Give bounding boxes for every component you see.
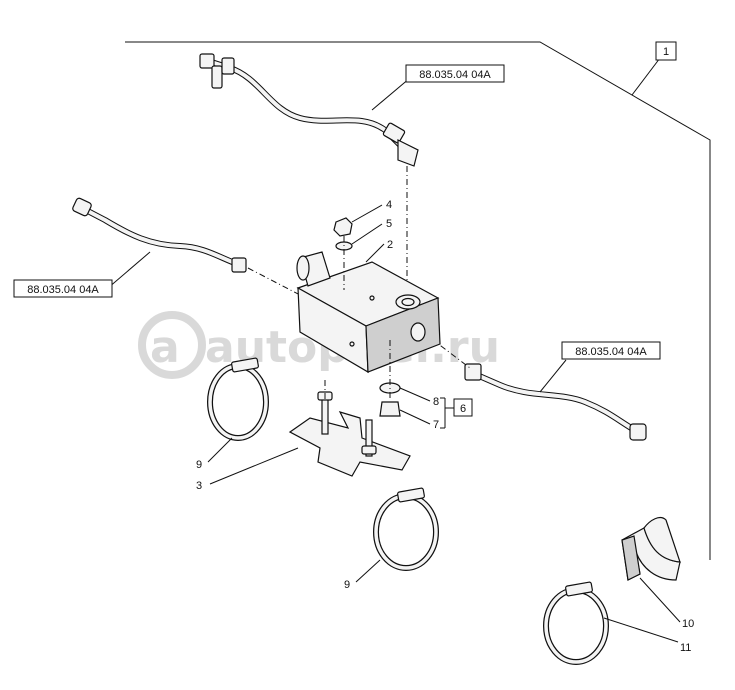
- assembly-boundary-line: [125, 41, 711, 560]
- hose-clamp-middle: [373, 487, 439, 571]
- callout-11-label: 11: [680, 642, 691, 654]
- callout-4: 4: [351, 199, 392, 223]
- right-pipe-nut: [629, 423, 647, 441]
- assembly-callout-leader: [631, 57, 661, 96]
- callout-3-label: 3: [196, 480, 202, 492]
- callout-5-label: 5: [386, 218, 392, 230]
- callout-5: 5: [351, 218, 392, 245]
- reference-top[interactable]: 88.035.04 04A: [371, 64, 505, 111]
- callout-10: 10: [639, 577, 694, 630]
- reference-right[interactable]: 88.035.04 04A: [539, 341, 661, 393]
- right-pipe: [464, 363, 647, 441]
- callout-9-middle: 9: [344, 559, 381, 591]
- spacer-insert: [621, 516, 681, 581]
- right-pipe-fitting: [464, 363, 482, 381]
- reference-left-label: 88.035.04 04A: [27, 284, 99, 296]
- hose-clamp-upper-screw: [231, 357, 259, 373]
- hose-clamp-lower: [543, 581, 609, 665]
- valve-block-side-port: [410, 322, 426, 342]
- top-pipe-elbow: [397, 139, 419, 167]
- left-pipe-centerline: [247, 267, 301, 296]
- callout-11: 11: [603, 617, 691, 654]
- bracket-bolt-right: [365, 419, 373, 457]
- callout-4-label: 4: [386, 199, 392, 211]
- reference-left[interactable]: 88.035.04 04A: [13, 251, 151, 298]
- callout-3: 3: [196, 447, 299, 492]
- left-pipe-fitting: [231, 257, 247, 273]
- callout-9-upper: 9: [196, 437, 233, 471]
- assembly-callout-label: 1: [663, 46, 669, 58]
- callout-2: 2: [365, 239, 393, 263]
- reference-top-label: 88.035.04 04A: [419, 69, 491, 81]
- top-pipe-tee: [211, 65, 223, 89]
- top-pipe-fitting: [199, 53, 215, 69]
- valve-block: [296, 251, 441, 374]
- left-pipe: [72, 197, 247, 273]
- callout-10-label: 10: [682, 618, 694, 630]
- reference-right-label: 88.035.04 04A: [575, 346, 647, 358]
- hose-clamp-middle-screw: [397, 487, 425, 503]
- callout-7: 7: [399, 409, 439, 431]
- plug: [379, 401, 401, 417]
- top-pipe: [199, 53, 419, 167]
- callout-2-label: 2: [387, 239, 393, 251]
- bracket: [288, 391, 411, 477]
- hose-clamp-lower-screw: [565, 581, 593, 597]
- callout-8: 8: [399, 387, 439, 408]
- hose-clamp-upper: [207, 357, 269, 441]
- right-pipe-centerline: [419, 329, 471, 369]
- assembly-callout-box: [655, 41, 677, 61]
- left-pipe-nut: [72, 197, 92, 217]
- bracket-bolt-left: [321, 397, 329, 435]
- callout-7-label: 7: [433, 419, 439, 431]
- watermark-logo-glyph: a: [150, 322, 180, 373]
- callout-9a-label: 9: [196, 459, 202, 471]
- seal-kit-label: 6: [460, 403, 466, 415]
- seal-kit-group: 6: [440, 397, 473, 429]
- callout-9b-label: 9: [344, 579, 350, 591]
- nut: [333, 217, 353, 237]
- callout-8-label: 8: [433, 396, 439, 408]
